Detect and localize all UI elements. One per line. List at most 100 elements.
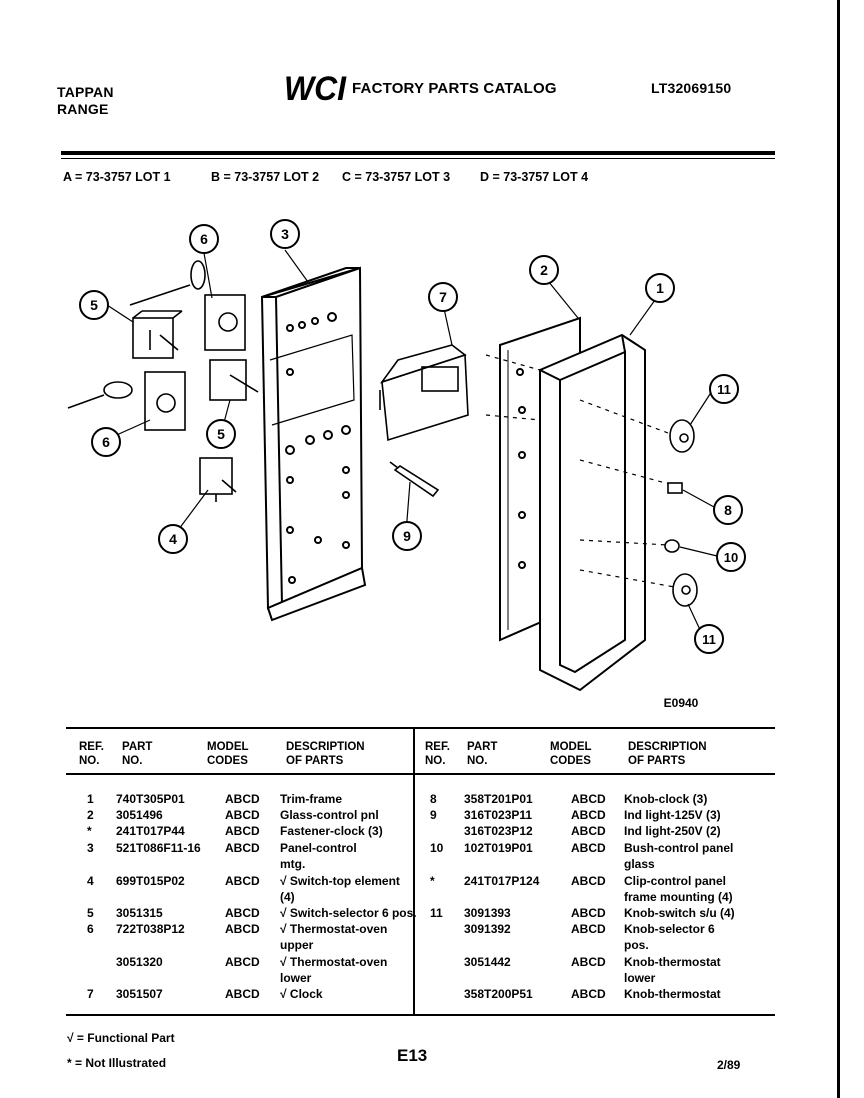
table-cell-part: 358T201P01 (464, 792, 533, 806)
table-cell-ref: 7 (87, 987, 94, 1001)
header-model-left: MODEL CODES (207, 741, 249, 767)
table-cell-model: ABCD (571, 824, 606, 838)
table-cell-part: 3051507 (116, 987, 163, 1001)
header-part-right: PART NO. (467, 741, 498, 767)
callout-label-7: 7 (439, 289, 447, 305)
callout-11b (694, 624, 724, 654)
table-cell-part: 3051496 (116, 808, 163, 822)
callout-label-6b: 6 (102, 434, 110, 450)
callout-label-10: 10 (724, 550, 738, 565)
table-cell-ref: * (87, 824, 92, 838)
table-cell-ref: 6 (87, 922, 94, 936)
callout-5b (206, 419, 236, 449)
table-cell-part: 102T019P01 (464, 841, 533, 855)
table-cell-model: ABCD (225, 824, 260, 838)
callout-6a (189, 224, 219, 254)
callout-6b (91, 427, 121, 457)
table-column-divider (413, 729, 415, 1014)
page-code: E13 (397, 1046, 428, 1065)
header-desc-left: DESCRIPTION OF PARTS (286, 741, 365, 767)
lot-a: A = 73-3757 LOT 1 (63, 170, 171, 184)
header-rule (61, 151, 775, 155)
lot-c: C = 73-3757 LOT 3 (342, 170, 451, 184)
table-cell-part: 3091393 (464, 906, 511, 920)
table-cell-ref: 8 (430, 792, 437, 806)
table-cell-model: ABCD (225, 987, 260, 1001)
table-cell-ref: * (430, 874, 435, 888)
table-cell-desc: √ Switch-selector 6 pos. (280, 906, 417, 920)
table-cell-ref: 1 (87, 792, 94, 806)
table-cell-desc: Trim-frame (280, 792, 343, 806)
callout-label-1: 1 (656, 280, 664, 296)
brand-line1: TAPPAN (57, 84, 114, 100)
callout-label-4: 4 (169, 531, 177, 547)
indicator-light-drawing (389, 461, 440, 498)
table-cell-model: ABCD (571, 922, 606, 936)
callout-5a (79, 290, 109, 320)
table-cell-desc: √ Thermostat-oven upper (280, 922, 388, 952)
table-cell-model: ABCD (571, 906, 606, 920)
table-cell-desc: Clip-control panel frame mounting (4) (624, 874, 733, 904)
knob-clock-drawing (667, 482, 683, 494)
table-cell-part: 241T017P44 (116, 824, 185, 838)
table-cell-ref: 2 (87, 808, 94, 822)
table-cell-model: ABCD (571, 792, 606, 806)
table-cell-model: ABCD (571, 955, 606, 969)
callout-3 (270, 219, 300, 249)
table-cell-part: 722T038P12 (116, 922, 185, 936)
switch-top-element-drawing (199, 457, 237, 502)
table-cell-desc: √ Thermostat-oven lower (280, 955, 388, 985)
table-cell-desc: Ind light-125V (3) (624, 808, 721, 822)
callout-label-5a: 5 (90, 297, 98, 313)
table-cell-desc: Bush-control panel glass (624, 841, 734, 871)
callout-label-5b: 5 (217, 426, 225, 442)
callout-label-11a: 11 (717, 382, 731, 397)
knob-lower-drawing (672, 573, 698, 607)
callout-label-3: 3 (281, 226, 289, 242)
table-cell-desc: √ Switch-top element (4) (280, 874, 400, 904)
table-top-rule (66, 727, 775, 729)
drawing-code: E0940 (664, 696, 699, 710)
table-cell-ref: 5 (87, 906, 94, 920)
callout-10 (716, 542, 746, 572)
trim-frame-drawing (539, 333, 646, 692)
callout-4 (158, 524, 188, 554)
not-illustrated-note: * = Not Illustrated (67, 1056, 167, 1070)
lot-d: D = 73-3757 LOT 4 (480, 170, 589, 184)
thermostat-upper-drawing (129, 260, 246, 351)
callout-11a (709, 374, 739, 404)
callout-2 (529, 255, 559, 285)
table-cell-desc: √ Clock (280, 987, 323, 1001)
table-cell-model: ABCD (571, 874, 606, 888)
table-cell-model: ABCD (571, 987, 606, 1001)
functional-note: √ = Functional Part (67, 1031, 175, 1045)
table-cell-part: 521T086F11-16 (116, 841, 201, 855)
lot-b: B = 73-3757 LOT 2 (211, 170, 320, 184)
table-cell-part: 316T023P11 (464, 808, 533, 822)
table-cell-ref: 11 (430, 906, 443, 920)
callout-9 (392, 521, 422, 551)
table-cell-desc: Knob-thermostat (624, 987, 721, 1001)
table-cell-part: 316T023P12 (464, 824, 533, 838)
table-cell-part: 358T200P51 (464, 987, 533, 1001)
table-cell-ref: 4 (87, 874, 94, 888)
table-header-rule (66, 773, 775, 775)
callout-label-11b: 11 (702, 632, 716, 647)
explode-lines (485, 354, 681, 589)
table-cell-desc: Knob-clock (3) (624, 792, 708, 806)
table-cell-desc: Ind light-250V (2) (624, 824, 721, 838)
callout-label-8: 8 (724, 502, 732, 518)
callout-label-6a: 6 (200, 231, 208, 247)
clock-drawing (379, 344, 469, 442)
wci-logo: WCI (284, 70, 347, 104)
catalog-number: LT32069150 (651, 80, 732, 96)
exploded-parts-diagram: 1 2 3 4 5 5 6 6 7 8 9 10 11 11 E0940 (67, 219, 746, 710)
callout-7 (428, 282, 458, 312)
table-cell-desc: Knob-thermostat lower (624, 955, 721, 985)
table-cell-model: ABCD (225, 874, 260, 888)
table-cell-part: 241T017P124 (464, 874, 540, 888)
table-cell-part: 699T015P02 (116, 874, 185, 888)
table-cell-desc: Fastener-clock (3) (280, 824, 383, 838)
table-cell-desc: Panel-control mtg. (280, 841, 357, 871)
switch-selector-drawing-lower (209, 359, 259, 401)
